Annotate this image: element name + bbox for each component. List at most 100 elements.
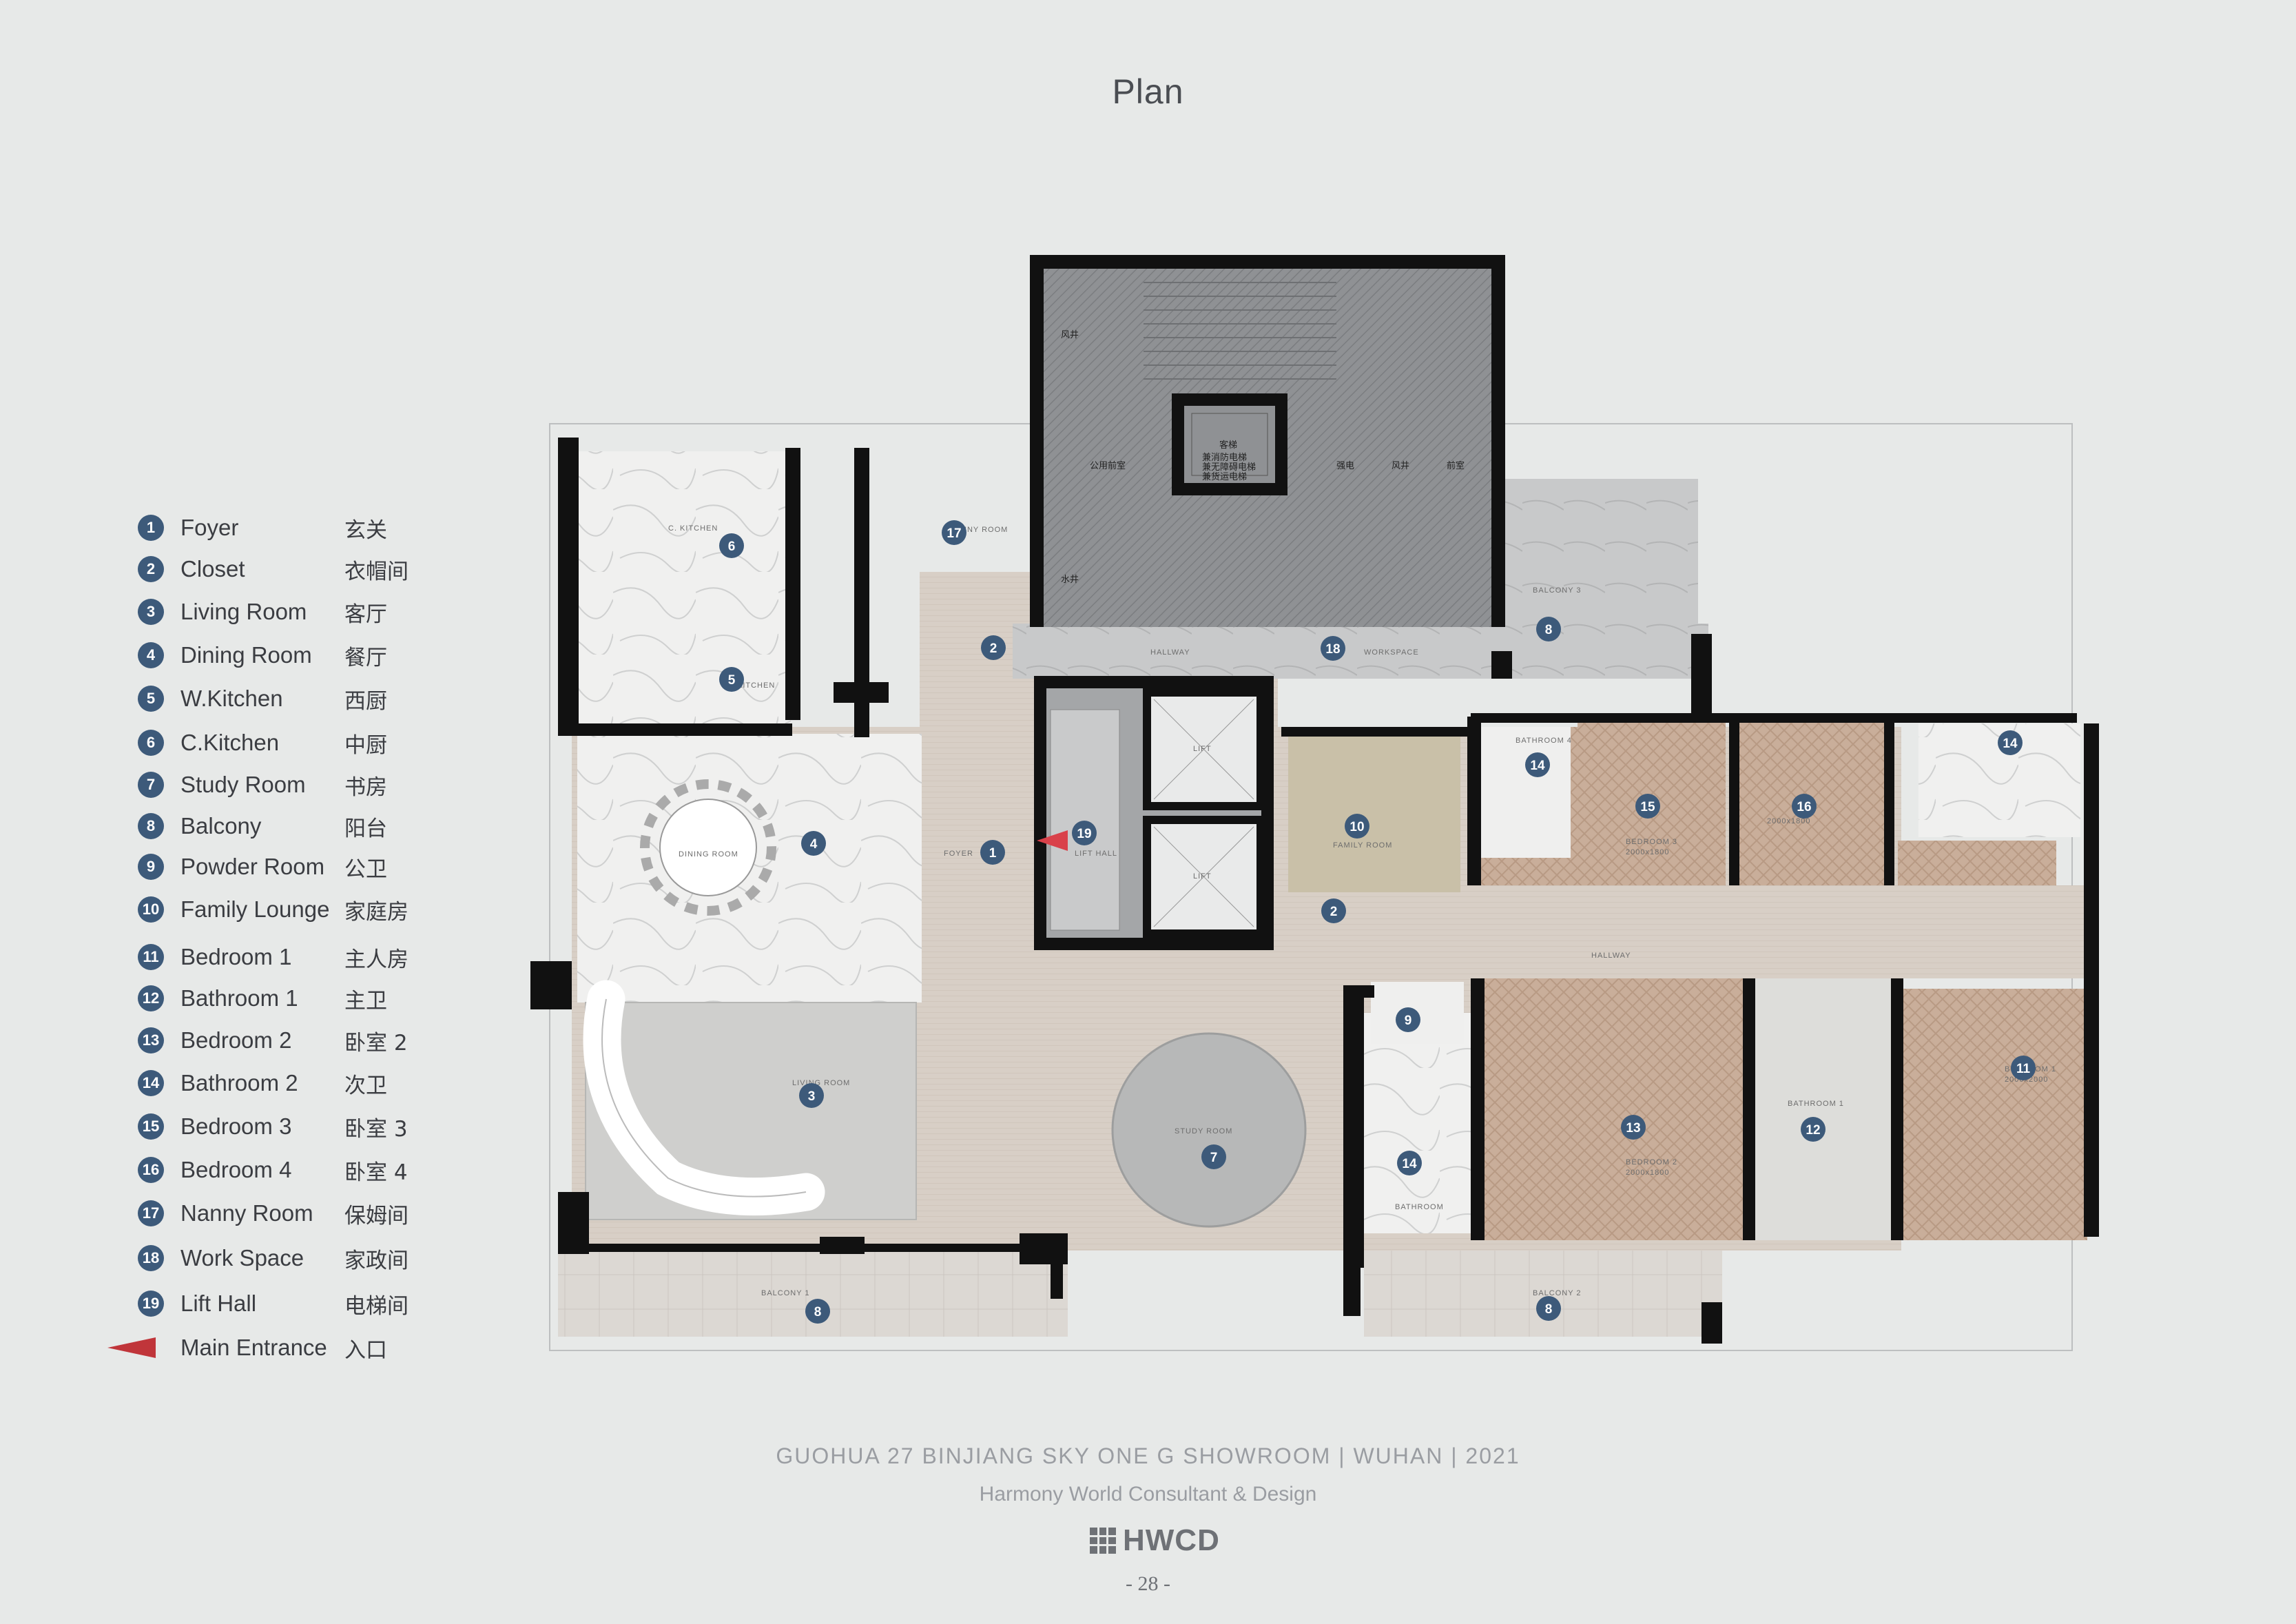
- legend-number-badge: 1: [138, 515, 164, 541]
- label-bathroom: BATHROOM: [1395, 1203, 1444, 1211]
- legend-label-en: Lift Hall: [180, 1291, 257, 1316]
- room-number-badge: 19: [1072, 821, 1097, 845]
- svg-text:8: 8: [1545, 623, 1553, 637]
- label-core-lift-sub-2: 兼无障碍电梯: [1202, 462, 1256, 473]
- legend-label-cn: 公卫: [344, 856, 387, 882]
- entrance-arrow-icon: [107, 1337, 156, 1358]
- room-number-badge: 8: [1536, 1296, 1561, 1321]
- room-number-badge: 9: [1396, 1007, 1420, 1032]
- legend-label-en: C.Kitchen: [180, 730, 280, 755]
- legend-number-badge: 11: [138, 944, 164, 970]
- room-number-badge: 8: [805, 1299, 830, 1324]
- room-number-badge: 7: [1201, 1144, 1226, 1169]
- legend-label-en: Main Entrance: [180, 1335, 327, 1360]
- label-core-lift-sub-3: 兼货运电梯: [1202, 471, 1247, 482]
- label-workspace: WORKSPACE: [1364, 648, 1419, 657]
- legend-label-cn: 西厨: [344, 688, 387, 714]
- label-dining-room: DINING ROOM: [679, 850, 738, 859]
- legend-number-badge: 9: [138, 854, 164, 880]
- legend-label-en: Work Space: [180, 1245, 304, 1271]
- label-core-strong: 强电: [1336, 461, 1354, 471]
- room-number-badge: 14: [1998, 730, 2023, 755]
- svg-text:14: 14: [1530, 759, 1545, 773]
- bedroom-1-area: [1898, 989, 2087, 1240]
- legend-label-cn: 卧室 4: [344, 1160, 408, 1185]
- legend-number-badge: 18: [138, 1245, 164, 1271]
- label-balcony-1: BALCONY 1: [761, 1289, 810, 1297]
- room-number-badge: 16: [1792, 794, 1817, 819]
- svg-text:13: 13: [1626, 1121, 1640, 1135]
- legend-number-badge: 4: [138, 642, 164, 668]
- legend-label-cn: 主卫: [344, 988, 387, 1014]
- label-balcony-3: BALCONY 3: [1533, 586, 1582, 595]
- svg-text:7: 7: [1210, 1151, 1218, 1165]
- right-hallway: [1471, 885, 2094, 978]
- legend-number-badge: 16: [138, 1157, 164, 1183]
- label-c-kitchen: C. KITCHEN: [668, 524, 718, 533]
- legend-number-badge: 17: [138, 1200, 164, 1226]
- svg-text:16: 16: [1797, 800, 1811, 814]
- legend-label-cn: 卧室 2: [344, 1030, 408, 1056]
- study-room-rug: [1111, 1032, 1307, 1228]
- legend-number-badge: 13: [138, 1027, 164, 1053]
- label-bedroom-4-size: 2000x1800: [1767, 817, 1810, 825]
- legend-number-badge: 2: [138, 556, 164, 582]
- label-core-water: 水井: [1061, 575, 1079, 585]
- legend-label-en: Foyer: [180, 515, 239, 540]
- hallway-stone: [1013, 624, 1708, 679]
- balcony-3-area: [1502, 479, 1698, 651]
- legend-item: 18 Work Space 家政间: [138, 1240, 408, 1276]
- legend-item: 13 Bedroom 2 卧室 2: [138, 1022, 408, 1058]
- svg-text:5: 5: [728, 673, 736, 688]
- legend-label-en: Bedroom 4: [180, 1157, 292, 1182]
- legend-item: 1 Foyer 玄关: [138, 510, 387, 546]
- room-number-badge: 10: [1345, 814, 1369, 839]
- company-name: Harmony World Consultant & Design: [979, 1483, 1317, 1505]
- label-study-room: STUDY ROOM: [1175, 1127, 1232, 1135]
- label-bedroom-3: BEDROOM 3: [1626, 838, 1677, 846]
- room-number-badge: 4: [801, 831, 826, 856]
- legend-label-cn: 玄关: [344, 517, 387, 543]
- svg-text:3: 3: [808, 1089, 816, 1104]
- legend-label-en: Bedroom 2: [180, 1027, 292, 1053]
- room-number-badge: 3: [799, 1083, 824, 1108]
- label-core-front: 前室: [1447, 460, 1465, 471]
- label-nanny-room: NNY ROOM: [961, 526, 1008, 534]
- legend-label-en: Dining Room: [180, 642, 312, 668]
- label-core-lift-sub-1: 兼消防电梯: [1202, 452, 1247, 463]
- legend-label-cn: 家庭房: [344, 899, 408, 925]
- legend-label-en: Bathroom 2: [180, 1070, 298, 1096]
- legend-label-en: Living Room: [180, 599, 307, 624]
- dining-table: [659, 799, 757, 896]
- room-number-badge: 12: [1801, 1117, 1826, 1142]
- label-foyer: FOYER: [944, 850, 973, 858]
- legend-label-en: Bathroom 1: [180, 985, 298, 1011]
- label-hallway: HALLWAY: [1150, 648, 1190, 657]
- legend-label-en: Family Lounge: [180, 896, 330, 922]
- legend-label-en: Bedroom 1: [180, 944, 292, 969]
- room-number-badge: 8: [1536, 617, 1561, 641]
- legend-label-cn: 客厅: [344, 602, 387, 627]
- legend-label-en: Powder Room: [180, 854, 325, 879]
- label-bathroom-1: BATHROOM 1: [1788, 1100, 1844, 1108]
- legend-label-cn: 阳台: [344, 816, 387, 841]
- legend-label-cn: 家政间: [344, 1248, 408, 1273]
- legend-label-cn: 电梯间: [344, 1293, 408, 1319]
- svg-text:4: 4: [810, 837, 818, 852]
- room-number-badge: 11: [2011, 1056, 2036, 1080]
- room-number-badge: 18: [1321, 636, 1345, 661]
- bathroom-4-area: [1471, 727, 1571, 858]
- legend-number-badge: 15: [138, 1113, 164, 1140]
- svg-text:8: 8: [1545, 1302, 1553, 1317]
- legend-item: 16 Bedroom 4 卧室 4: [138, 1152, 408, 1188]
- label-core-public-room: 公用前室: [1090, 460, 1126, 471]
